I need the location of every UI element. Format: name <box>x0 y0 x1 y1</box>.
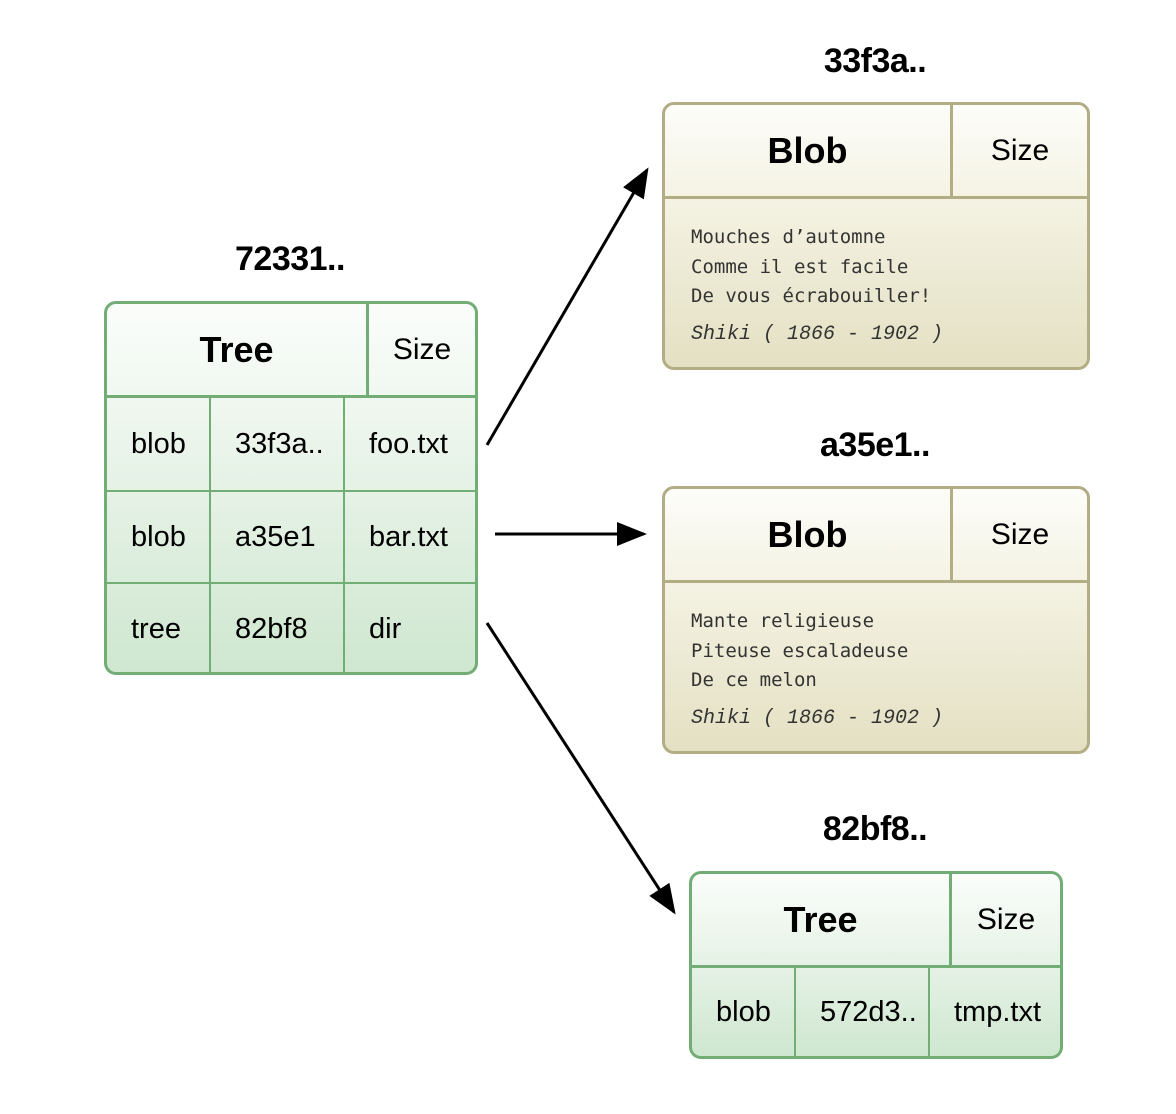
blob-node-2: Blob Size Mante religieuse Piteuse escal… <box>662 486 1090 754</box>
sub-tree-node: Tree Size blob 572d3.. tmp.txt <box>689 871 1063 1059</box>
blob-hash-label: a35e1.. <box>820 426 930 464</box>
poem-line: Comme il est facile <box>691 255 909 278</box>
entry-hash: 82bf8 <box>209 584 343 672</box>
tree-entry-row: tree 82bf8 dir <box>107 582 475 672</box>
entry-hash: 572d3.. <box>794 968 928 1056</box>
tree-entry-row: blob a35e1 bar.txt <box>107 490 475 582</box>
entry-type: blob <box>131 520 186 553</box>
blob-size-label: Size <box>990 133 1050 167</box>
tree-header: Tree Size <box>692 874 1060 968</box>
blob-header: Blob Size <box>665 105 1087 199</box>
arrow-to-sub-tree <box>485 622 676 915</box>
entry-name: foo.txt <box>343 398 475 490</box>
entry-name: bar.txt <box>343 492 475 582</box>
entry-name: dir <box>343 584 475 672</box>
poem-line: De ce melon <box>691 669 817 691</box>
tree-title: Tree <box>107 304 369 395</box>
tree-entry-row: blob 33f3a.. foo.txt <box>107 398 475 490</box>
entry-type: tree <box>131 612 181 645</box>
blob-header: Blob Size <box>665 489 1087 583</box>
poem-line: Mouches d’automne <box>691 226 886 248</box>
poem-line: De vous écrabouiller! <box>691 285 932 307</box>
poem-signature: Shiki ( 1866 - 1902 ) <box>691 706 944 730</box>
poem-line: Mante religieuse <box>691 610 875 632</box>
root-tree-node: Tree Size blob 33f3a.. foo.txt blob a35e… <box>104 301 478 675</box>
tree-size-label: Size <box>392 332 452 366</box>
blob-title: Blob <box>665 105 953 196</box>
entry-type: blob <box>131 427 186 460</box>
tree-hash-label: 82bf8.. <box>822 810 928 848</box>
entry-hash: 33f3a.. <box>209 398 343 490</box>
blob-content: Mante religieuse Piteuse escaladeuse De … <box>665 583 1087 733</box>
entry-hash: a35e1 <box>209 492 343 582</box>
blob-size-label: Size <box>990 517 1050 551</box>
blob-title: Blob <box>665 489 953 580</box>
entry-type: blob <box>716 995 771 1028</box>
blob-node-1: Blob Size Mouches d’automne Comme il est… <box>662 102 1090 370</box>
tree-entry-row: blob 572d3.. tmp.txt <box>692 968 1060 1056</box>
blob-content: Mouches d’automne Comme il est facile De… <box>665 199 1087 349</box>
poem-signature: Shiki ( 1866 - 1902 ) <box>691 322 944 346</box>
arrow-to-blob-1 <box>485 167 649 446</box>
blob-hash-label: 33f3a.. <box>823 42 927 80</box>
tree-header: Tree Size <box>107 304 475 398</box>
entry-name: tmp.txt <box>928 968 1060 1056</box>
poem-line: Piteuse escaladeuse <box>691 639 909 662</box>
tree-hash-label: 72331.. <box>235 240 345 278</box>
tree-size-label: Size <box>976 902 1036 936</box>
tree-title: Tree <box>692 874 952 965</box>
